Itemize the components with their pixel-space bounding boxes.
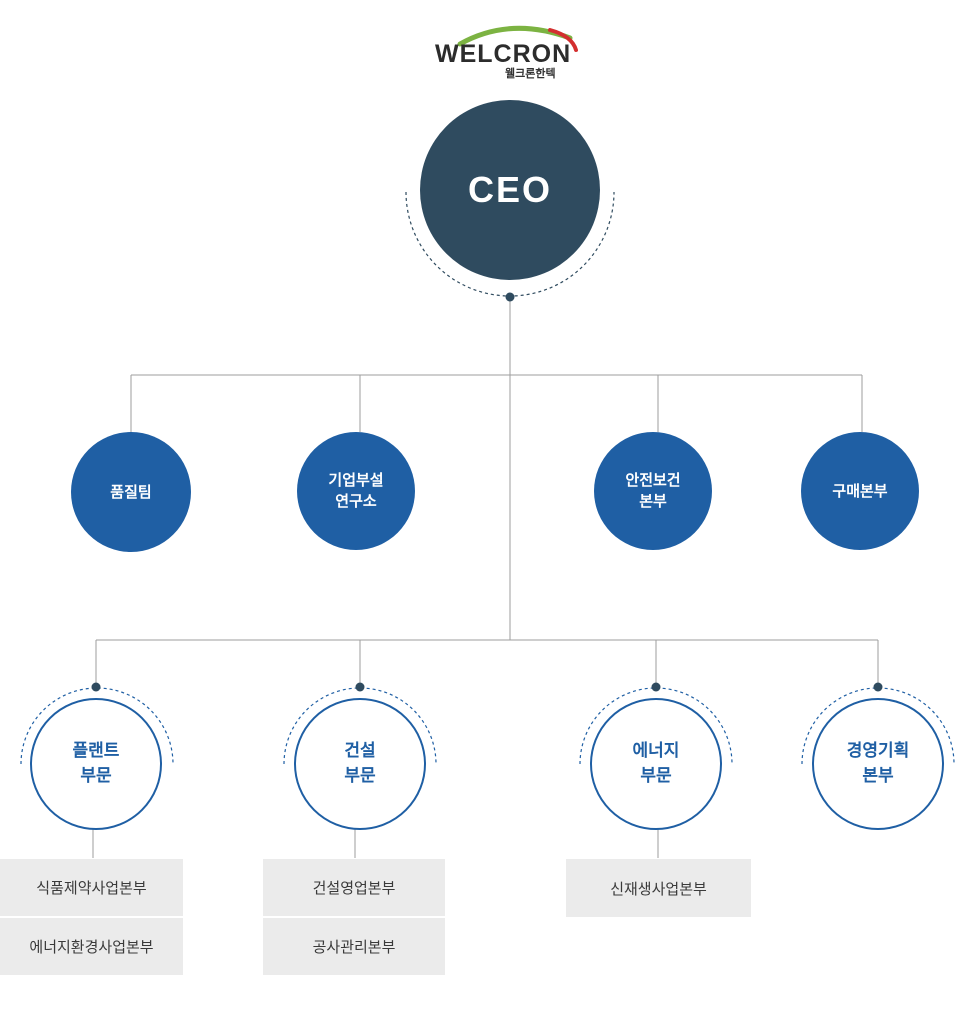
- ceo-node-dot: [505, 292, 515, 302]
- division-dot-2: [355, 682, 365, 692]
- division-dot-1: [91, 682, 101, 692]
- team-research-institute: 기업부설 연구소: [297, 432, 415, 550]
- division-construction: 건설 부문: [294, 698, 426, 830]
- team-safety-health: 안전보건 본부: [594, 432, 712, 550]
- division-management-planning: 경영기획 본부: [812, 698, 944, 830]
- team-purchasing: 구매본부: [801, 432, 919, 550]
- division-energy: 에너지 부문: [590, 698, 722, 830]
- unit-construction-sales: 건설영업본부: [263, 859, 445, 916]
- logo-wordmark: WELCRON: [435, 40, 572, 68]
- unit-food-pharma: 식품제약사업본부: [0, 859, 183, 916]
- logo-swoosh-icon: [457, 25, 578, 52]
- division-plant: 플랜트 부문: [30, 698, 162, 830]
- division-dot-3: [651, 682, 661, 692]
- logo-subtitle: 웰크론한텍: [505, 67, 556, 80]
- unit-renewable-energy: 신재생사업본부: [566, 859, 751, 917]
- company-logo: WELCRON 웰크론한텍: [430, 18, 590, 88]
- unit-construction-management: 공사관리본부: [263, 918, 445, 975]
- team-quality: 품질팀: [71, 432, 191, 552]
- unit-energy-environment: 에너지환경사업본부: [0, 918, 183, 975]
- ceo-node: CEO: [420, 100, 600, 280]
- division-dot-4: [873, 682, 883, 692]
